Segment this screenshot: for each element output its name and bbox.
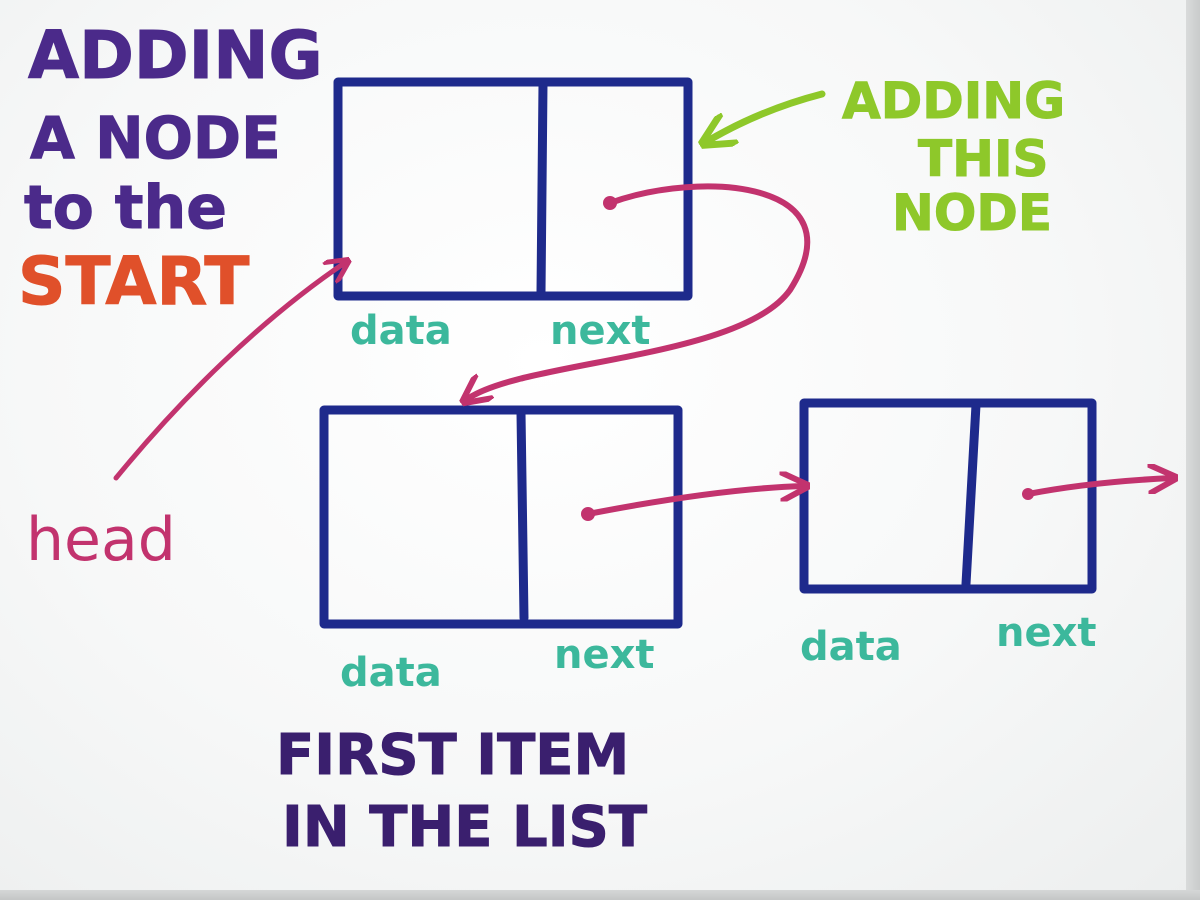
second-node bbox=[799, 398, 1097, 594]
second-node-next-label: next bbox=[996, 610, 1097, 656]
title-block: ADDING A NODE to the START bbox=[18, 17, 324, 321]
annotation-line-2: THIS bbox=[918, 130, 1049, 188]
whiteboard-frame-right bbox=[1186, 0, 1200, 900]
first-node-box bbox=[319, 405, 683, 629]
new-node bbox=[333, 77, 693, 301]
title-line-2: A NODE bbox=[30, 104, 281, 172]
new-node-next-pointer bbox=[466, 183, 810, 400]
title-line-4: START bbox=[18, 243, 249, 320]
second-node-divider bbox=[961, 400, 981, 589]
caption-line-2: IN THE LIST bbox=[282, 795, 647, 860]
caption-line-1: FIRST ITEM bbox=[276, 723, 629, 788]
whiteboard-frame-bottom bbox=[0, 890, 1200, 900]
new-node-data-label: data bbox=[350, 308, 452, 354]
head-label: head bbox=[26, 505, 176, 575]
pointers bbox=[113, 183, 1172, 521]
second-node-data-label: data bbox=[800, 624, 902, 670]
new-node-annotation: ADDING THIS NODE bbox=[842, 72, 1066, 243]
first-node-next-pointer bbox=[585, 486, 804, 517]
annotation-line-1: ADDING bbox=[842, 72, 1065, 130]
second-node-box bbox=[799, 398, 1097, 594]
second-node-next-pointer bbox=[1025, 478, 1172, 497]
head-pointer bbox=[113, 262, 346, 481]
first-node-divider bbox=[516, 408, 529, 623]
annotation-arrow bbox=[706, 90, 826, 142]
new-node-box bbox=[333, 77, 693, 301]
new-node-divider bbox=[536, 79, 548, 297]
annotation-line-3: NODE bbox=[892, 184, 1052, 242]
first-node-next-label: next bbox=[554, 632, 655, 678]
first-item-caption: FIRST ITEM IN THE LIST bbox=[276, 723, 648, 861]
first-node-data-label: data bbox=[340, 650, 442, 696]
title-line-1: ADDING bbox=[28, 17, 323, 94]
first-node bbox=[319, 405, 683, 629]
title-line-3: to the bbox=[24, 173, 227, 243]
new-node-next-label: next bbox=[550, 308, 651, 354]
